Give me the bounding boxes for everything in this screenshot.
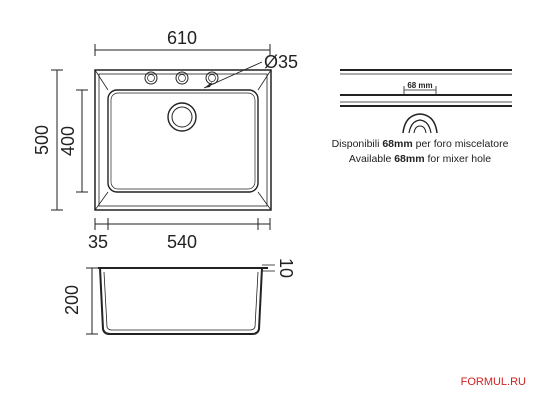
hole-diameter-label: Ø35 [264, 52, 298, 72]
sink-outer-outline [94, 69, 272, 211]
mixer-hole-profile [402, 113, 438, 134]
mixer-hole-detail: 68 mm Disponibili 68mm per foro miscelat… [332, 69, 512, 165]
mixer-hole-size-label: 68 mm [407, 81, 432, 90]
watermark: FORMUL.RU [461, 376, 526, 388]
sink-bowl [107, 89, 259, 193]
width-label: 610 [167, 28, 197, 48]
inner-width-dimension: 35 540 [88, 218, 271, 252]
rim-thickness-dimension: 10 [262, 258, 296, 278]
height-dimension: 200 [62, 267, 98, 335]
drain-inner [171, 106, 193, 128]
height-label: 200 [62, 285, 82, 315]
rim-width-label: 35 [88, 232, 108, 252]
inner-depth-label: 400 [58, 126, 78, 156]
section-view: 200 10 [62, 258, 296, 335]
width-dimension: 610 [94, 28, 271, 56]
top-view: 610 Ø35 [32, 28, 298, 252]
mixer-note-italian: Disponibili 68mm per foro miscelatore [332, 138, 509, 150]
sink-rim-outline [98, 73, 268, 207]
drain-outer [167, 102, 197, 132]
rim-thickness-label: 10 [276, 258, 296, 278]
inner-width-label: 540 [167, 232, 197, 252]
sink-section-profile [98, 267, 268, 335]
mixer-note-english: Available 68mm for mixer hole [349, 153, 491, 165]
inner-depth-dimension: 400 [58, 89, 88, 193]
outer-depth-dimension: 500 [32, 69, 63, 211]
outer-depth-label: 500 [32, 125, 52, 155]
hole-diameter-callout: Ø35 [203, 52, 298, 89]
